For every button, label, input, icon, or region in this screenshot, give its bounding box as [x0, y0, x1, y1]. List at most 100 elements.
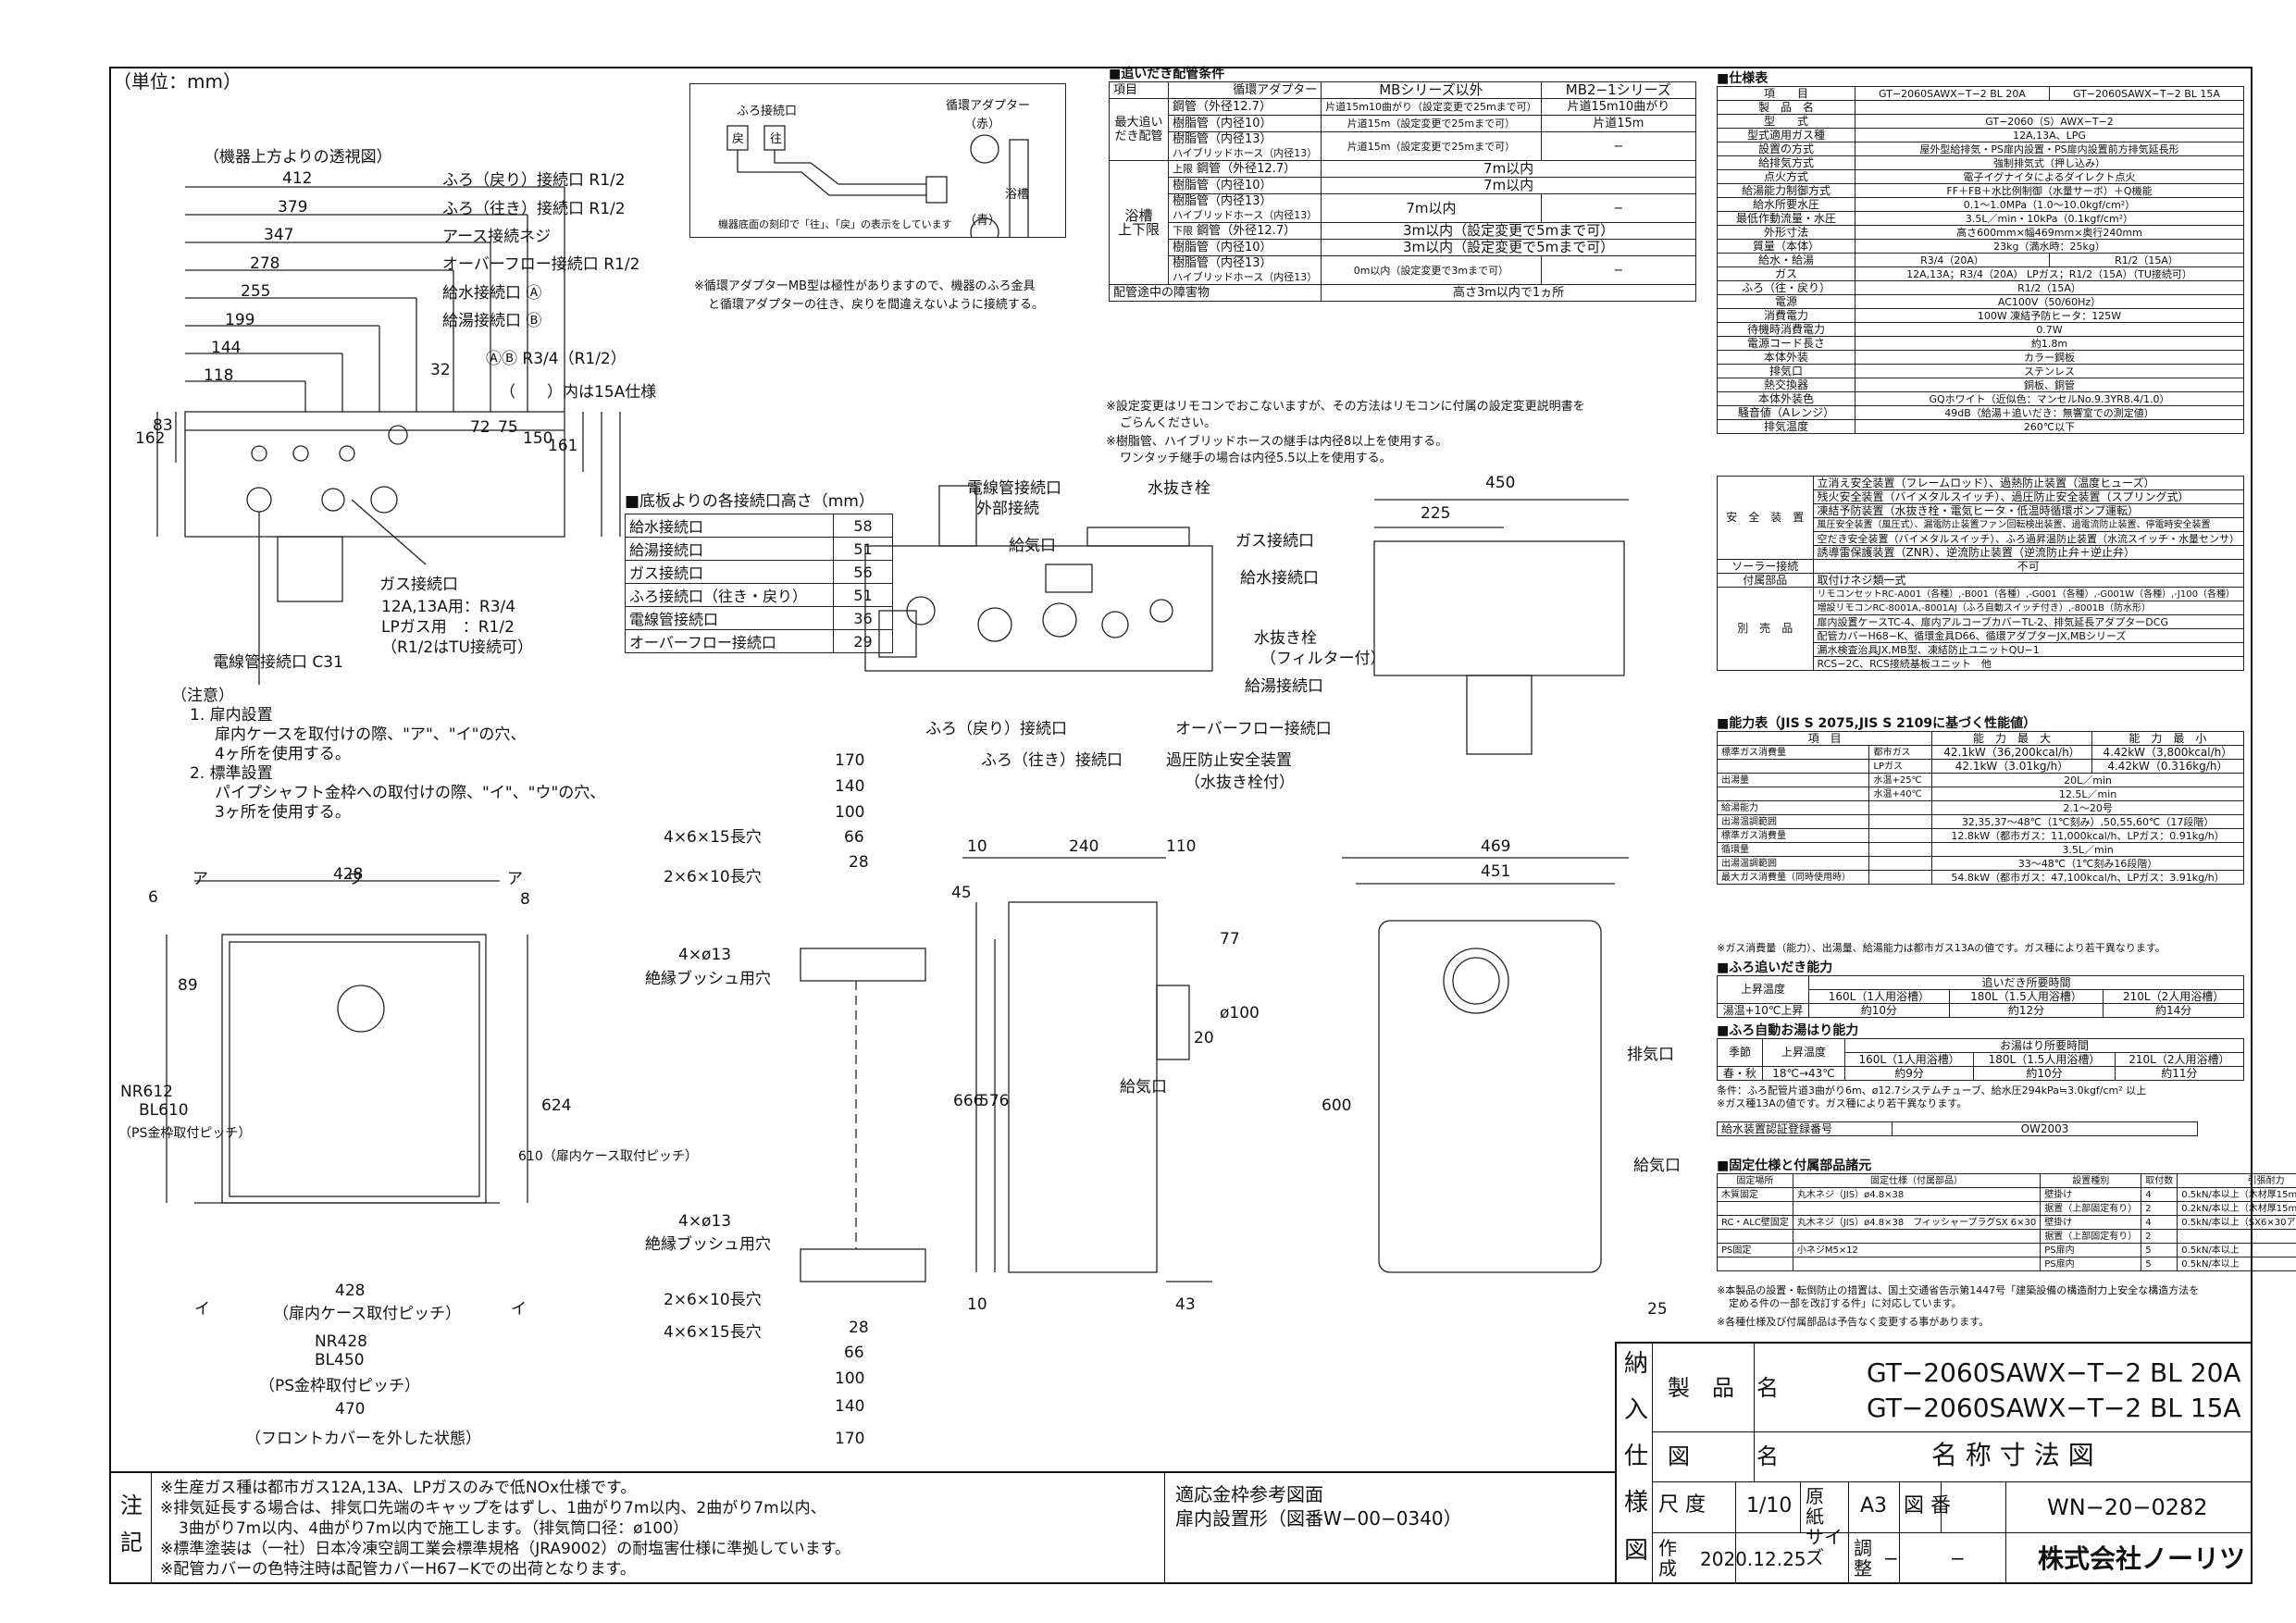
perf-sub: 水温+40℃	[1868, 787, 1933, 801]
label-overflow: オーバーフロー接続口 R1/2	[442, 255, 640, 274]
perf-value: 32,35,37〜48℃（1℃刻み）,50,55,60℃（17段階）	[1931, 814, 2244, 829]
spec-value: 屋外型給排気・PS扉内設置・PS扉内設置前方排気延長形	[1855, 142, 2244, 156]
oi-hybrid: ハイブリッドホース（内径13）	[1173, 209, 1318, 221]
spec-value: R1/2（15A）	[1855, 280, 2244, 295]
front-nr428: NR428	[315, 1332, 367, 1351]
br-dim: 100	[835, 803, 865, 822]
oi-cell: 片道15m10曲がり（設定変更で25mまで可）	[1321, 98, 1542, 116]
safety-item: 風圧安全装置（風圧式）、漏電防止装置ファン回転検出装置、過電流防止装置、停電時安…	[1812, 517, 2244, 532]
top-dim-v1: 162	[135, 429, 166, 448]
bv-intake: 給気口	[1009, 537, 1056, 555]
fix-cell	[1717, 1257, 1793, 1271]
autotime-note: 条件：ふろ配管片道3曲がり6m、ø12.7システムチューブ、給水圧294kPa≒…	[1717, 1084, 2147, 1096]
fix-head-row: 固定場所固定仕様（付属部品）設置種別取付数引張耐力	[1717, 1173, 2296, 1188]
perf-head: 能 力 最 小	[2091, 731, 2245, 746]
spec-row: 排気口ステンレス	[1717, 364, 2244, 378]
oi-cell: 樹脂管（内径10）	[1167, 177, 1322, 194]
bv-drain2: 水抜き栓	[1254, 629, 1317, 648]
br-label: 絶縁ブッシュ用穴	[645, 970, 771, 988]
bv-gas: ガス接続口	[1235, 532, 1314, 551]
spec-value: R3/4（20A）	[1855, 253, 2050, 267]
oi-head-mb: MBシリーズ以外	[1379, 81, 1483, 98]
bv-bath-supply: ふろ（往き）接続口	[981, 751, 1123, 770]
spec-label: 給水所要水圧	[1717, 197, 1855, 212]
spec-value: 100W 凍結予防ヒータ：125W	[1855, 308, 2244, 323]
oi-cell: 7m以内	[1321, 177, 1696, 194]
fix-row: 木質固定丸木ネジ（JIS）ø4.8×38壁掛け40.5kN/本以上（木材厚15m…	[1717, 1187, 2296, 1202]
front-dim-ps: （PS金枠取付ピッチ）	[118, 1126, 252, 1141]
spec-value: AC100V（50/60Hz）	[1855, 294, 2244, 309]
fix-cell: 0.5kN/本以上	[2177, 1243, 2296, 1258]
fix-cell: 2	[2141, 1229, 2178, 1244]
spec-row: 熱交換器銅板、銅管	[1717, 378, 2244, 392]
br-label: 4×ø13	[678, 1212, 732, 1231]
spec-value: R1/2（15A）	[2049, 253, 2244, 267]
oi-cell: 片道15m（設定変更で25mまで可）	[1321, 131, 1542, 161]
heights-title: ■底板よりの各接続口高さ（mm）	[625, 492, 875, 511]
fix-head: 引張耐力	[2177, 1173, 2296, 1188]
fix-cell: 小ネジM5×12	[1792, 1243, 2042, 1258]
spec-row: 電源コード長さ約1.8m	[1717, 336, 2244, 351]
spec-label: 型式適用ガス種	[1717, 128, 1855, 142]
spec-value: GT−2060SAWX−T−2 BL 20A	[1855, 86, 2050, 101]
spec-label: 熱交換器	[1717, 378, 1855, 392]
spec-label: 型 式	[1717, 114, 1855, 129]
mark-i: イ	[194, 1300, 210, 1319]
safety-item: 凍結予防装置（水抜き栓・電気ヒータ・低温時循環ポンプ運転）	[1812, 503, 2244, 518]
blue-label: （青）	[964, 214, 1001, 228]
scale-value: 1/10	[1746, 1494, 1793, 1518]
side-char: 仕	[1624, 1443, 1649, 1470]
oi-cell: 樹脂管（内径13）	[1173, 256, 1272, 271]
top-dim-7: 144	[211, 339, 242, 357]
adapter-small-note: 機器底面の刻印で「往」、「戻」の表示をしています	[718, 218, 952, 230]
oitime-cell: 約12分	[1948, 1003, 2104, 1018]
autotime-cell: 約11分	[2114, 1066, 2245, 1081]
supply-mark: 往	[770, 132, 783, 146]
title-block: 納 入 仕 様 図 製 品 名 GT−2060SAWX−T−2 BL 20A G…	[1615, 1342, 2253, 1584]
rear-exhaust: 排気口	[1627, 1046, 1674, 1064]
mark-i2: イ	[511, 1300, 527, 1319]
heights-label: 給水接続口	[625, 514, 834, 538]
fix-cell: 2	[2141, 1201, 2178, 1216]
label-bath-return: ふろ（戻り）接続口 R1/2	[442, 171, 626, 190]
spec-value: 0.1〜1.0MPa（1.0〜10.0kgf/cm²）	[1855, 197, 2244, 212]
perf-sub	[1868, 814, 1933, 829]
fix-cell: 4	[2141, 1215, 2178, 1230]
br-dim: 28	[849, 1319, 869, 1337]
spec-value: 12A,13A；R3/4（20A） LPガス；R1/2（15A）（TU接続可）	[1855, 266, 2244, 281]
oi-cell: −	[1540, 193, 1697, 223]
bv-elec: 電線管接続口	[967, 479, 1061, 498]
date-value: 2020.12.25	[1700, 1548, 1806, 1570]
spec-row: 本体外装カラー鋼板	[1717, 350, 2244, 365]
fix-cell: PS扉内	[2040, 1257, 2142, 1271]
return-mark: 戻	[732, 132, 745, 146]
label-gas3: （R1/2はTU接続可）	[381, 638, 533, 657]
br-dim: 170	[835, 1430, 865, 1448]
scale-label: 尺 度	[1658, 1493, 1706, 1517]
sep-label: 別 売 品	[1717, 587, 1814, 671]
label-earth: アース接続ネジ	[442, 228, 552, 246]
spec-value: 高さ600mm×幅469mm×奥行240mm	[1855, 225, 2244, 240]
sep-item: 漏水検査治具JX,MB型、凍結防止ユニットQU−1	[1812, 642, 2244, 657]
tub-label: 浴槽	[1005, 188, 1030, 202]
sep-item: リモコンセットRC-A001（各種）,-B001（各種）,-G001（各種）,-…	[1812, 587, 2244, 601]
safety-item: 残火安全装置（バイメタルスイッチ）、過圧防止安全装置（スプリング式）	[1812, 489, 2244, 504]
side-char: 納	[1624, 1350, 1649, 1378]
spec-row: 騒音値（Aレンジ）49dB（給湯＋追いだき：無響室での測定値）	[1717, 405, 2244, 420]
unit-label: （単位：mm）	[113, 70, 242, 93]
oi-cell: 3m以内（設定変更で5mまで可）	[1321, 222, 1696, 240]
bottom-notes: 注 記 ※生産ガス種は都市ガス12A,13A、LPガスのみで低NOx仕様です。 …	[109, 1471, 1615, 1582]
perf-value: 20L／min	[1931, 773, 2244, 787]
top-dim-v5: 150	[523, 429, 553, 448]
top-dim-4: 278	[250, 254, 280, 273]
fix-cell: 0.5kN/本以上	[2177, 1257, 2296, 1271]
spec-row: 点火方式電子イグナイタによるダイレクト点火	[1717, 169, 2244, 184]
autotime-col: 210L（2人用浴槽）	[2114, 1052, 2245, 1067]
perf-value: 42.1kW（36,200kcal/h）	[1931, 745, 2092, 760]
